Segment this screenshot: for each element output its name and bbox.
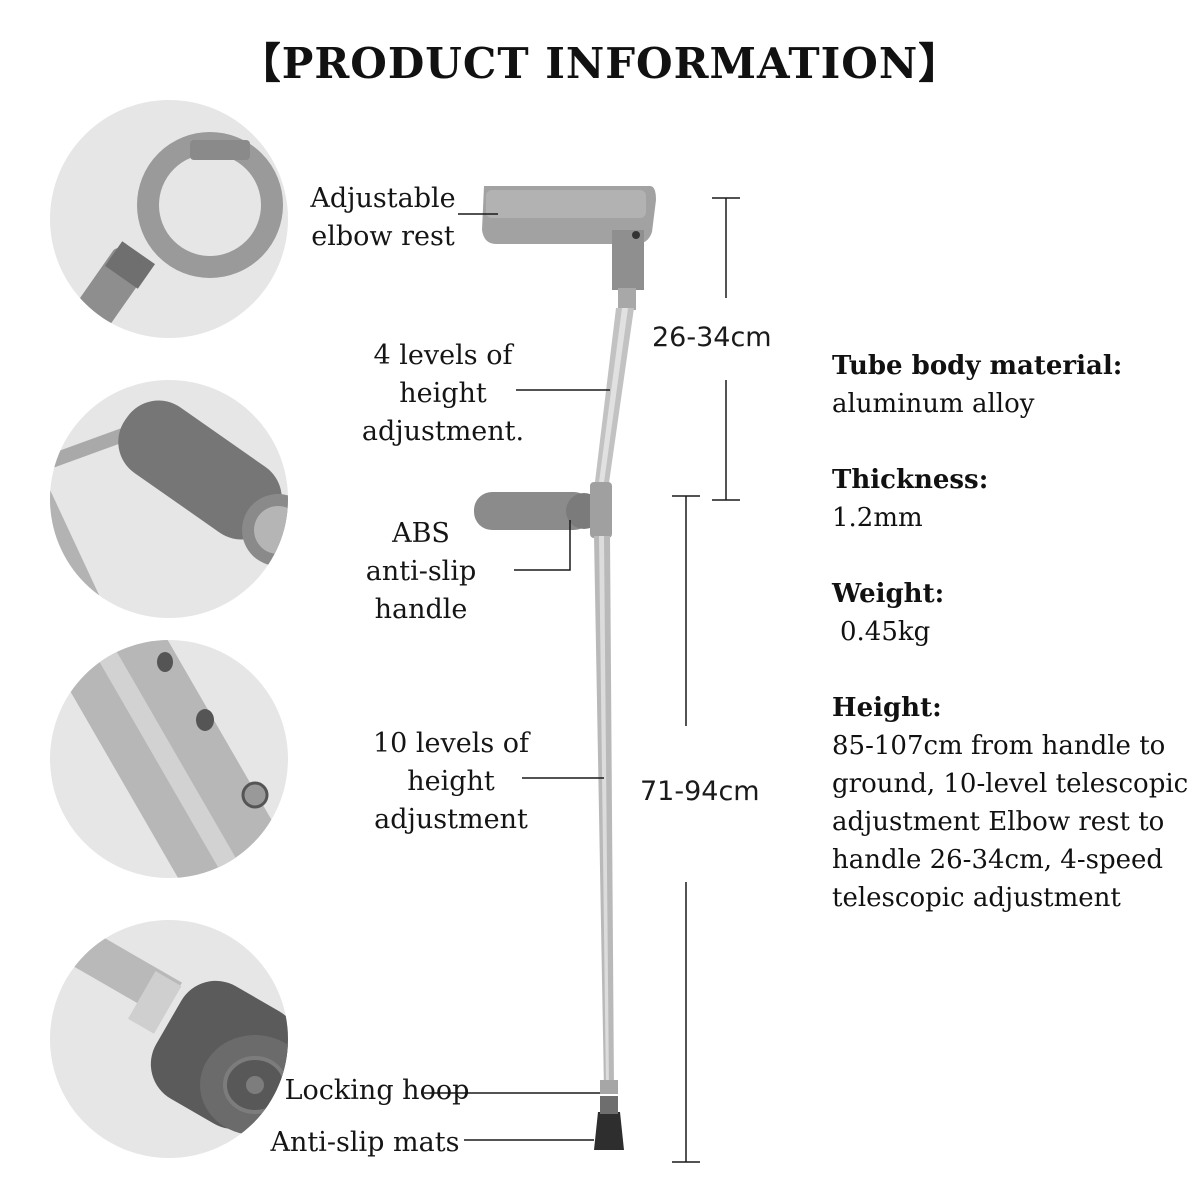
- label-anti-slip-mats: Anti-slip mats: [270, 1127, 460, 1158]
- spec-height-value: 85-107cm from handle to ground, 10-level…: [832, 731, 1189, 913]
- spec-weight-value: 0.45kg: [840, 617, 931, 647]
- label-locking-hoop: Locking hoop: [284, 1075, 470, 1106]
- rubber-tip-detail-icon: [58, 922, 288, 1135]
- label-adjustable-elbow-rest: Adjustable elbow rest: [310, 183, 456, 252]
- leader-lines: [424, 213, 610, 1141]
- rubber-tip-shape: [594, 1096, 624, 1150]
- dimension-lower: 71-94cm: [640, 776, 760, 807]
- spec-thickness-heading: Thickness:: [832, 465, 989, 495]
- spec-material-value: aluminum alloy: [832, 389, 1035, 419]
- spec-weight-heading: Weight:: [832, 579, 945, 609]
- handle-detail-icon: [50, 400, 288, 618]
- label-10-levels: 10 levels of height adjustment: [372, 728, 530, 835]
- elbow-rest-detail-icon: [67, 132, 283, 338]
- page-title: 【PRODUCT INFORMATION】: [238, 39, 962, 88]
- detail-circle-elbow-rest: [50, 100, 288, 338]
- lower-tube-shape: [594, 536, 618, 1094]
- label-4-levels: 4 levels of height adjustment.: [361, 340, 525, 447]
- spec-material-heading: Tube body material:: [832, 351, 1123, 381]
- spec-thickness-value: 1.2mm: [832, 503, 923, 533]
- upper-tube-shape: [594, 288, 636, 490]
- detail-circle-tube: [50, 640, 288, 878]
- label-abs-handle: ABS anti-slip handle: [365, 518, 477, 625]
- elbow-rest-shape: [482, 186, 656, 290]
- detail-circle-foot: [50, 920, 288, 1158]
- handle-shape: [474, 482, 612, 538]
- tube-holes-detail-icon: [50, 640, 288, 878]
- detail-circle-handle: [50, 380, 288, 618]
- spec-height-heading: Height:: [832, 693, 942, 723]
- dimension-markers: [672, 197, 740, 1163]
- dimension-upper: 26-34cm: [652, 322, 772, 353]
